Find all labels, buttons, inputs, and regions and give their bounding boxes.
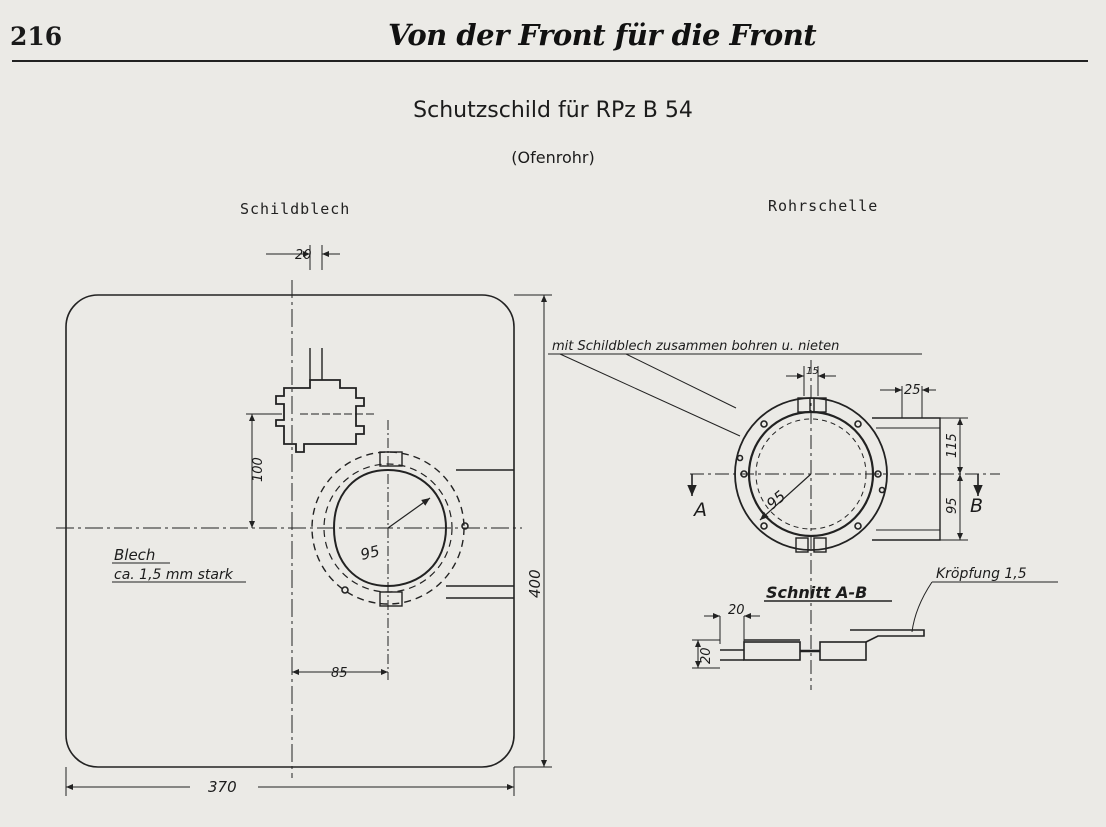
dim-section-height-20: 20	[699, 647, 714, 664]
dim-115: 115	[945, 433, 960, 458]
section-label: Schnitt A-B	[766, 583, 867, 602]
schildblech-dimensions: 20 100 95 85 400 370 Blech ca. 1,5 mm st…	[114, 248, 544, 796]
page-number: 216	[10, 22, 63, 51]
dim-radius-95-right: 95	[763, 487, 789, 513]
dim-top-20: 20	[295, 248, 312, 263]
schildblech-view	[56, 245, 552, 796]
note-rivet: mit Schildblech zusammen bohren u. niete…	[552, 339, 839, 354]
plate-outline	[65, 294, 515, 768]
section-left-part	[743, 641, 801, 661]
drawing-title: Schutzschild für RPz B 54	[413, 98, 693, 123]
cross-mount	[275, 379, 365, 453]
dim-vertical-100: 100	[251, 457, 266, 482]
dim-radius-95: 95	[359, 542, 382, 564]
note-thickness: ca. 1,5 mm stark	[114, 567, 234, 583]
header-rule	[12, 60, 1088, 62]
outer-ring	[311, 451, 465, 605]
dim-section-width-20: 20	[728, 603, 745, 618]
drawing-subtitle: (Ofenrohr)	[511, 148, 595, 167]
running-title: Von der Front für die Front	[388, 18, 817, 52]
marker-b: B	[970, 495, 983, 517]
dim-width-370: 370	[208, 778, 237, 796]
section-right-part	[819, 641, 867, 661]
note-kropfung: Kröpfung 1,5	[936, 566, 1027, 582]
pipe-opening	[332, 468, 448, 588]
dim-height-400: 400	[526, 569, 544, 598]
dim-top-15: 15	[806, 366, 819, 377]
dim-horizontal-85: 85	[331, 666, 348, 681]
clamp-outer-ring	[734, 397, 888, 551]
marker-a: A	[692, 499, 707, 521]
clamp-inner-ring	[747, 410, 875, 538]
rohrschelle-annotations: mit Schildblech zusammen bohren u. niete…	[552, 339, 1027, 664]
view-label-rohrschelle: Rohrschelle	[768, 197, 879, 215]
rohrschelle-view	[548, 353, 1058, 690]
dim-95-right: 95	[945, 497, 960, 514]
view-label-schildblech: Schildblech	[240, 200, 351, 218]
note-blech: Blech	[114, 546, 155, 564]
dim-flange-25: 25	[904, 383, 921, 398]
